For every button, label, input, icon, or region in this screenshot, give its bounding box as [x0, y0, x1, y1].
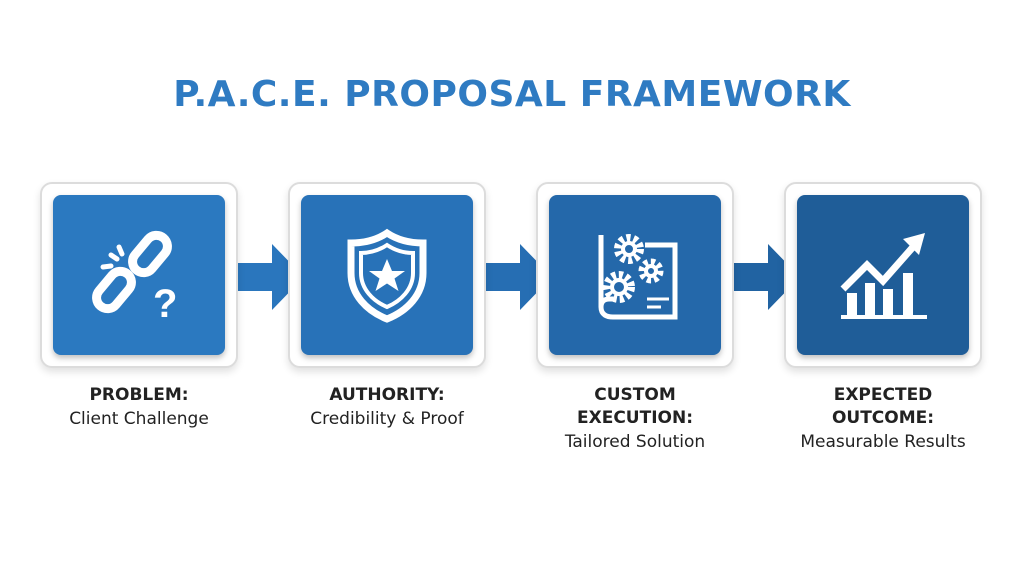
- step-card-problem: ?: [40, 182, 238, 368]
- blueprint-gears-icon: [598, 234, 678, 320]
- step-heading: CUSTOM: [594, 385, 676, 405]
- step-subtitle: Tailored Solution: [564, 432, 706, 452]
- step-label-authority: AUTHORITY: Credibility & Proof: [277, 384, 497, 431]
- step-icon-box: [301, 195, 473, 355]
- step-subtitle: Client Challenge: [69, 409, 209, 429]
- step-label-custom-execution: CUSTOM EXECUTION: Tailored Solution: [525, 384, 745, 454]
- arrow-connector: [226, 244, 304, 310]
- step-heading: EXECUTION:: [576, 408, 693, 428]
- step-card-custom-execution: [536, 182, 734, 368]
- svg-text:?: ?: [153, 282, 177, 325]
- step-card-authority: [288, 182, 486, 368]
- step-label-problem: PROBLEM: Client Challenge: [29, 384, 249, 431]
- step-card-expected-outcome: [784, 182, 982, 368]
- step-label-expected-outcome: EXPECTED OUTCOME: Measurable Results: [773, 384, 993, 454]
- step-icon-box: [549, 195, 721, 355]
- step-heading: AUTHORITY:: [329, 385, 445, 405]
- arrow-connector: [722, 244, 800, 310]
- step-heading: OUTCOME:: [831, 408, 935, 428]
- shield-star-icon: [347, 228, 427, 323]
- arrow-connector: [474, 244, 552, 310]
- step-subtitle: Credibility & Proof: [310, 409, 464, 429]
- step-heading: PROBLEM:: [89, 385, 189, 405]
- step-icon-box: [797, 195, 969, 355]
- step-heading: EXPECTED: [833, 385, 933, 405]
- broken-link-question-icon: ?: [92, 230, 177, 325]
- step-subtitle: Measurable Results: [800, 432, 966, 452]
- growth-chart-icon: [840, 233, 927, 319]
- step-icon-box: ?: [53, 195, 225, 355]
- page-title: P.A.C.E. PROPOSAL FRAMEWORK: [173, 74, 851, 115]
